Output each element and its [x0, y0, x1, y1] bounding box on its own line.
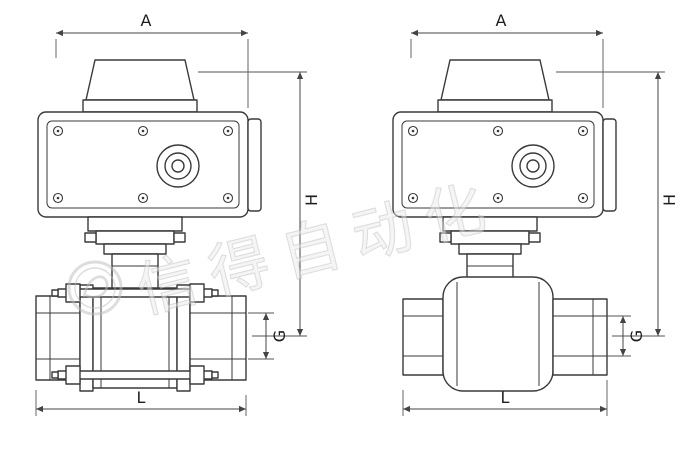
dim-label-H: H: [302, 194, 321, 206]
dim-label-A: A: [496, 11, 507, 30]
watermark-logo-icon: [67, 260, 123, 316]
bottom-body-bolts: [51, 365, 219, 385]
watermark-logo-swirl: [82, 275, 109, 299]
left-hex-end: [402, 298, 444, 376]
left-dim-H: H: [198, 71, 321, 337]
left-pipe-end: [35, 295, 81, 381]
dim-label-G: G: [270, 330, 289, 342]
right-hex-end: [552, 298, 608, 376]
right-dim-H: H: [556, 71, 679, 337]
dim-label-L: L: [501, 388, 510, 407]
left-dim-G: G: [248, 312, 289, 360]
top-body-bolts: [51, 283, 219, 303]
center-body: [442, 276, 554, 392]
dim-label-A: A: [141, 11, 152, 30]
dim-label-H: H: [660, 194, 679, 206]
right-dim-L: L: [402, 380, 608, 416]
right-dim-G: G: [607, 315, 646, 357]
left-dim-L: L: [35, 388, 247, 416]
dim-label-L: L: [137, 388, 146, 407]
dim-label-G: G: [627, 330, 646, 342]
left-valve-body: [35, 283, 247, 392]
left-dim-A: A: [55, 11, 249, 108]
right-dim-A: A: [410, 11, 604, 108]
watermark-logo-inner-ring: [74, 267, 116, 309]
right-valve-body: [402, 276, 608, 392]
